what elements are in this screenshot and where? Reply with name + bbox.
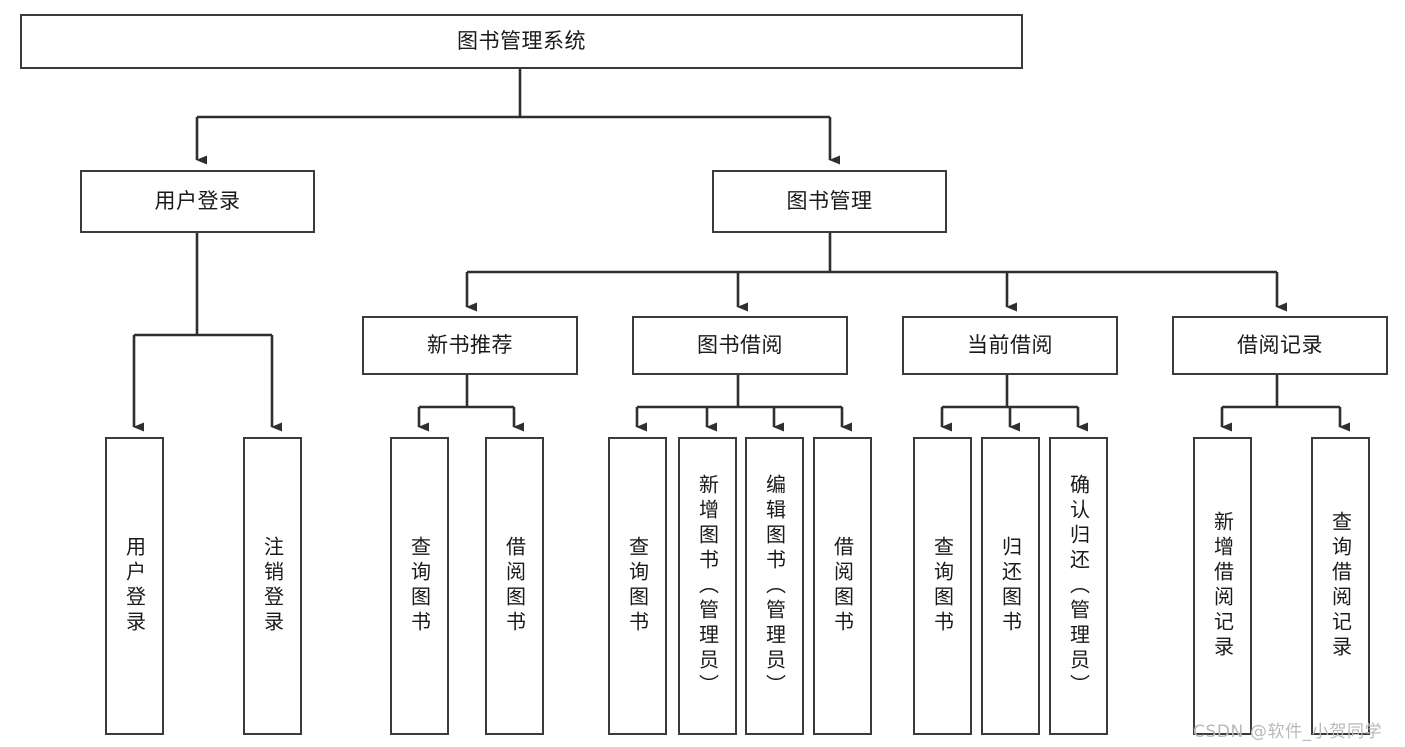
node-book-borrow[interactable]: 图书借阅 (632, 316, 848, 375)
node-root-book-management-system[interactable]: 图书管理系统 (20, 14, 1023, 69)
node-current-borrow-label: 当前借阅 (967, 332, 1053, 357)
node-user-login-label: 用户登录 (154, 188, 241, 213)
node-book-management[interactable]: 图书管理 (712, 170, 947, 233)
node-root-label: 图书管理系统 (457, 28, 586, 53)
leaf-book-borrow-query-book[interactable]: 查询图书 (608, 437, 667, 735)
leaf-book-borrow-edit-book[interactable]: 编辑图书（管理员） (745, 437, 804, 735)
node-borrow-record[interactable]: 借阅记录 (1172, 316, 1388, 375)
node-current-borrow[interactable]: 当前借阅 (902, 316, 1118, 375)
leaf-book-borrow-add-book-label: 新增图书（管理员） (695, 473, 720, 699)
leaf-user-login-login-label: 用户登录 (122, 536, 147, 636)
leaf-book-borrow-edit-book-label: 编辑图书（管理员） (762, 473, 787, 699)
leaf-current-borrow-query-book[interactable]: 查询图书 (913, 437, 972, 735)
leaf-new-book-query-book[interactable]: 查询图书 (390, 437, 449, 735)
node-book-borrow-label: 图书借阅 (697, 332, 783, 357)
leaf-borrow-record-add-record[interactable]: 新增借阅记录 (1193, 437, 1252, 735)
leaf-current-borrow-return-book-label: 归还图书 (998, 536, 1023, 636)
leaf-new-book-borrow-book[interactable]: 借阅图书 (485, 437, 544, 735)
csdn-watermark: CSDN @软件_小贺同学 (1193, 722, 1383, 742)
leaf-borrow-record-query-record[interactable]: 查询借阅记录 (1311, 437, 1370, 735)
leaf-user-login-logout[interactable]: 注销登录 (243, 437, 302, 735)
node-new-book-recommend[interactable]: 新书推荐 (362, 316, 578, 375)
leaf-borrow-record-add-record-label: 新增借阅记录 (1210, 511, 1235, 661)
node-user-login[interactable]: 用户登录 (80, 170, 315, 233)
node-book-management-label: 图书管理 (786, 188, 873, 213)
leaf-user-login-login[interactable]: 用户登录 (105, 437, 164, 735)
leaf-book-borrow-add-book[interactable]: 新增图书（管理员） (678, 437, 737, 735)
leaf-user-login-logout-label: 注销登录 (260, 536, 285, 636)
leaf-current-borrow-confirm-return[interactable]: 确认归还（管理员） (1049, 437, 1108, 735)
leaf-borrow-record-query-record-label: 查询借阅记录 (1328, 511, 1353, 661)
leaf-current-borrow-query-book-label: 查询图书 (930, 536, 955, 636)
leaf-new-book-borrow-book-label: 借阅图书 (502, 536, 527, 636)
leaf-current-borrow-confirm-return-label: 确认归还（管理员） (1066, 473, 1091, 699)
leaf-new-book-query-book-label: 查询图书 (407, 536, 432, 636)
node-new-book-recommend-label: 新书推荐 (427, 332, 513, 357)
node-borrow-record-label: 借阅记录 (1237, 332, 1323, 357)
leaf-book-borrow-borrow-book[interactable]: 借阅图书 (813, 437, 872, 735)
leaf-book-borrow-borrow-book-label: 借阅图书 (830, 536, 855, 636)
leaf-current-borrow-return-book[interactable]: 归还图书 (981, 437, 1040, 735)
leaf-book-borrow-query-book-label: 查询图书 (625, 536, 650, 636)
